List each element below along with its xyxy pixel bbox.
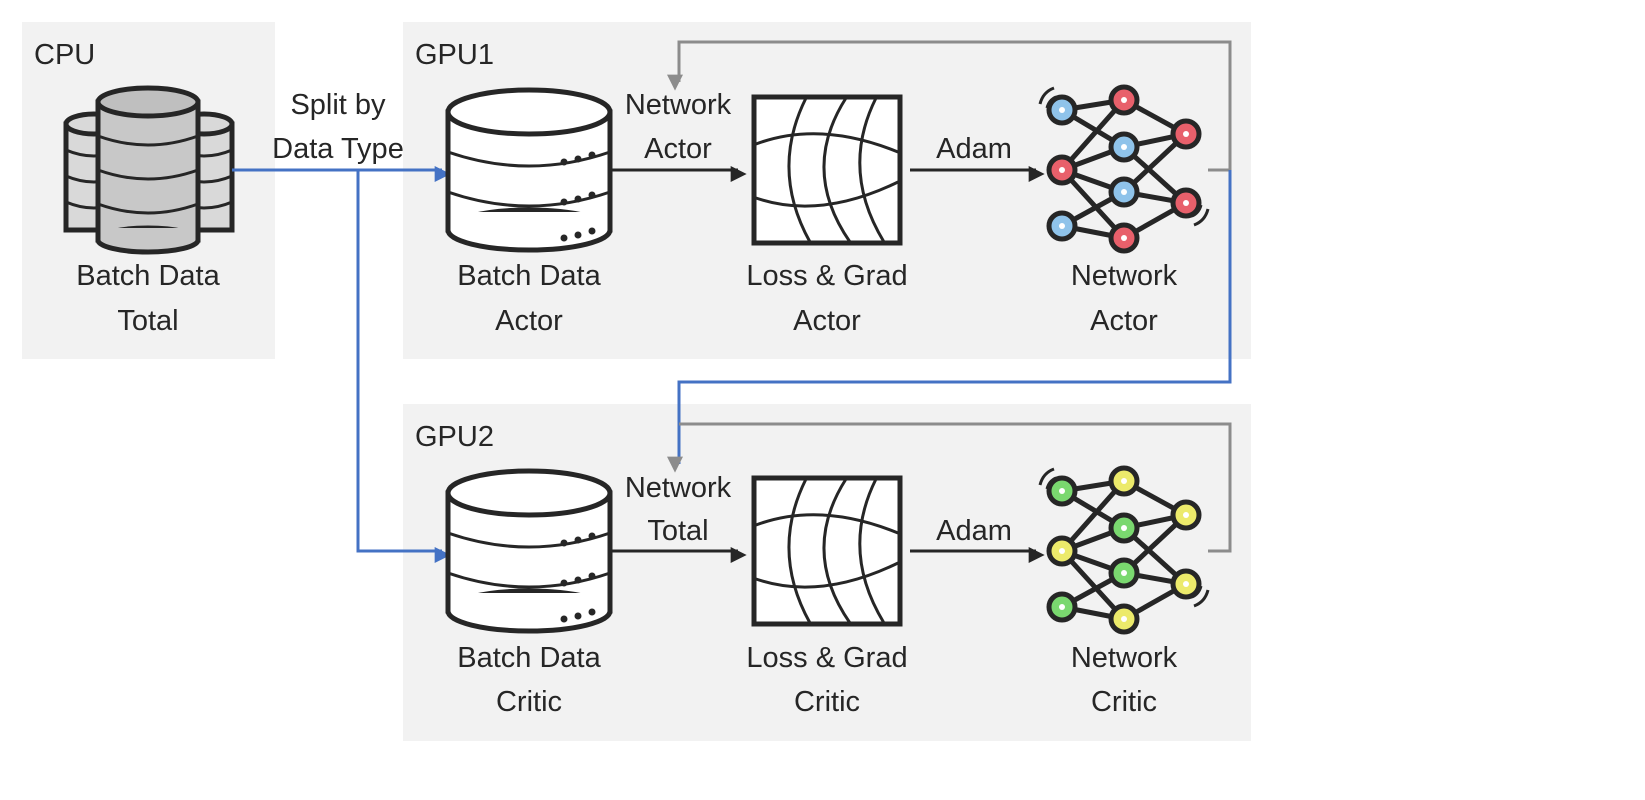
- gpu2-panel-title: GPU2: [415, 421, 494, 453]
- gpu1-optimizer-label: Adam: [936, 133, 1012, 165]
- actor-feedback-arrow: [667, 40, 1232, 172]
- split-arrow-to-gpu2: [356, 170, 451, 563]
- gpu1-loss-label-line2: Actor: [793, 305, 861, 337]
- gpu2-feed-label-line2: Total: [647, 515, 708, 547]
- critic-feedback-arrow: [679, 422, 1232, 553]
- split-label-line1: Split by: [290, 89, 386, 121]
- gpu2-network-label-line2: Critic: [1091, 686, 1157, 718]
- split-label-line2: Data Type: [272, 133, 404, 165]
- cpu-db-label-line1: Batch Data: [76, 260, 220, 292]
- gpu2-loss-label-line1: Loss & Grad: [746, 642, 907, 674]
- gpu2-loss-label-line2: Critic: [794, 686, 860, 718]
- gpu1-database-icon: [445, 87, 613, 253]
- gpu1-network-label-line1: Network: [1071, 260, 1178, 292]
- gpu1-batch-label-line1: Batch Data: [457, 260, 601, 292]
- gpu1-loss-surface-icon: [751, 94, 903, 246]
- cpu-db-label-line2: Total: [117, 305, 178, 337]
- cpu-panel-title: CPU: [34, 39, 95, 71]
- gpu1-loss-label-line1: Loss & Grad: [746, 260, 907, 292]
- gpu1-batch-label-line2: Actor: [495, 305, 563, 337]
- database-cluster-icon: [63, 85, 235, 255]
- gpu1-neural-network-icon: [1038, 84, 1210, 254]
- gpu2-neural-network-icon: [1038, 465, 1210, 635]
- gpu2-feed-label-line1: Network: [625, 472, 732, 504]
- gpu2-optimizer-label: Adam: [936, 515, 1012, 547]
- gpu1-feed-label-line1: Network: [625, 89, 732, 121]
- gpu1-network-label-line2: Actor: [1090, 305, 1158, 337]
- gpu2-loss-surface-icon: [751, 475, 903, 627]
- gpu2-network-label-line1: Network: [1071, 642, 1178, 674]
- gpu1-feed-label-line2: Actor: [644, 133, 712, 165]
- gpu2-batch-label-line2: Critic: [496, 686, 562, 718]
- gpu2-database-icon: [445, 468, 613, 634]
- gpu2-batch-label-line1: Batch Data: [457, 642, 601, 674]
- gpu1-panel-title: GPU1: [415, 39, 494, 71]
